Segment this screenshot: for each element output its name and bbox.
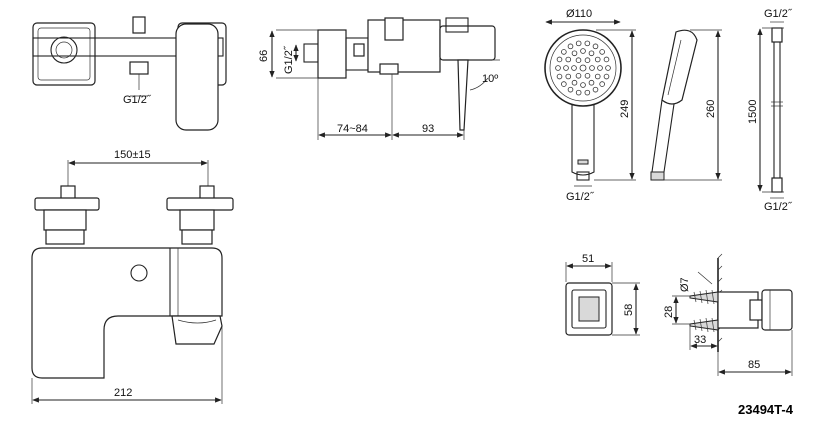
nozzle	[565, 56, 572, 63]
nozzle	[599, 49, 605, 55]
side-depth-b-label: 93	[422, 123, 434, 135]
side-view: 10º 66 G1/2˝ 74~84 93	[258, 17, 500, 140]
nozzle	[597, 65, 603, 71]
nozzle	[594, 73, 601, 80]
nozzle	[567, 86, 574, 93]
side-shower-length-label: 260	[705, 100, 717, 118]
side-depth-a-label: 74~84	[337, 123, 368, 135]
top-thread-label: G1/2˝	[123, 94, 152, 106]
nozzle	[603, 56, 610, 63]
nozzle	[561, 49, 567, 55]
nozzle	[575, 72, 582, 79]
nozzle	[603, 73, 610, 80]
nozzle	[584, 89, 591, 96]
bracket-front: 51 58	[565, 253, 640, 336]
side-thread-label: G1/2˝	[283, 45, 295, 74]
nozzle	[567, 43, 574, 50]
nozzle	[565, 73, 572, 80]
nozzle	[580, 48, 586, 54]
nozzle	[599, 81, 605, 87]
nozzle	[579, 64, 587, 72]
front-spacing-label: 150±15	[114, 149, 151, 161]
front-view: 150±15 212	[31, 149, 234, 404]
screw-depth-label: 33	[694, 334, 706, 346]
nozzle	[556, 56, 563, 63]
nozzle	[575, 89, 582, 96]
side-height-label: 66	[258, 50, 270, 62]
front-width-label: 212	[114, 387, 132, 399]
bracket-projection-label: 85	[748, 359, 760, 371]
nozzle	[571, 50, 578, 57]
nozzle	[580, 82, 586, 88]
bracket-height-label: 58	[623, 304, 635, 316]
shower-thread-label: G1/2˝	[566, 191, 595, 203]
nozzle	[584, 40, 591, 47]
hand-shower-side: 260	[650, 29, 722, 181]
nozzle	[555, 65, 561, 71]
side-angle-label: 10º	[482, 73, 498, 85]
nozzle	[592, 43, 599, 50]
nozzle	[563, 65, 569, 71]
nozzle	[571, 79, 578, 86]
hose-length-label: 1500	[747, 100, 759, 124]
nozzle	[584, 72, 591, 79]
nozzle	[589, 65, 595, 71]
nozzle	[575, 57, 582, 64]
screw-diameter-label: Ø7	[679, 277, 691, 292]
nozzle	[561, 81, 567, 87]
head-diameter-label: Ø110	[566, 8, 592, 20]
nozzle	[571, 65, 577, 71]
hose-bottom-thread-label: G1/2˝	[764, 201, 793, 213]
nozzle	[592, 86, 599, 93]
shower-length-label: 249	[619, 100, 631, 118]
bracket-side: Ø7 28 33 85	[663, 253, 793, 376]
hand-shower-front: Ø110 249 G1/2˝	[544, 8, 636, 203]
nozzle	[556, 73, 563, 80]
screw-spacing-label: 28	[663, 306, 675, 318]
hose-top-thread-label: G1/2˝	[764, 8, 793, 20]
top-view: G1/2˝	[32, 16, 227, 131]
nozzle	[605, 65, 611, 71]
bracket-width-label: 51	[582, 253, 594, 265]
nozzle	[575, 40, 582, 47]
nozzle	[594, 56, 601, 63]
product-code: 23494T-4	[738, 402, 794, 417]
nozzle	[584, 57, 591, 64]
nozzle	[588, 79, 595, 86]
shower-hose: 1500 G1/2˝ G1/2˝	[747, 8, 793, 213]
shower-nozzles	[555, 40, 611, 96]
nozzle	[588, 50, 595, 57]
